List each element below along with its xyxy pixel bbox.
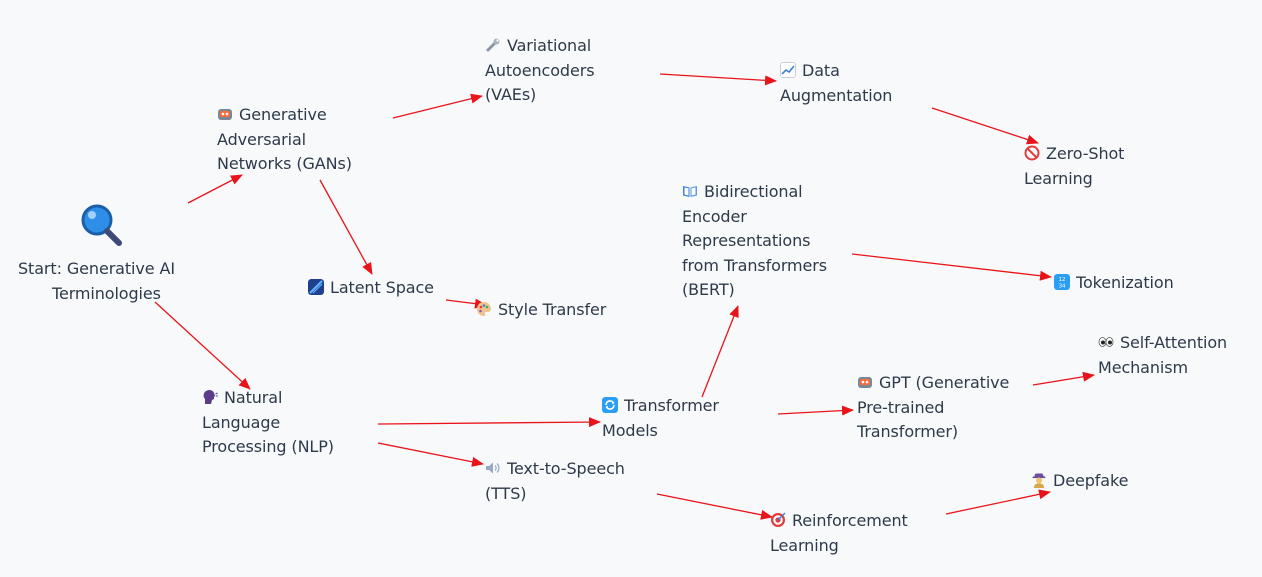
node-transformer-models[interactable]: Transformer Models: [602, 394, 719, 443]
node-nlp[interactable]: Natural Language Processing (NLP): [202, 386, 334, 460]
node-label-line: Self-Attention: [1120, 333, 1228, 352]
node-label-line: Latent Space: [330, 278, 434, 297]
node-self-attention[interactable]: Self-Attention Mechanism: [1098, 331, 1227, 380]
node-label-line: (BERT): [682, 280, 735, 299]
node-label-line: from Transformers: [682, 255, 827, 275]
speaker-icon: [486, 462, 500, 474]
node-label-line: Text-to-Speech: [507, 459, 625, 478]
node-gans[interactable]: Generative Adversarial Networks (GANs): [217, 103, 352, 177]
node-label-line: GPT (Generative: [879, 373, 1010, 392]
node-label-line: Variational: [507, 36, 592, 55]
edge-transformer-to-gpt: [777, 405, 854, 416]
node-label-line: Learning: [770, 535, 839, 555]
node-label-line: (TTS): [485, 483, 527, 503]
numbers-icon: 12 34: [1054, 274, 1070, 290]
node-label-line: Generative: [239, 105, 327, 124]
node-label-line: Transformer): [857, 422, 959, 441]
node-label-line: Start: Generative AI: [18, 259, 175, 278]
svg-text:34: 34: [1059, 284, 1066, 290]
speaking-head-icon: [203, 389, 218, 404]
edge-tts-to-rl: [656, 493, 773, 520]
node-zero-shot-learning[interactable]: Zero-Shot Learning: [1024, 142, 1124, 191]
node-gpt[interactable]: GPT (Generative Pre-trained Transformer): [857, 371, 1009, 445]
node-label-line: Natural: [224, 388, 283, 407]
node-start[interactable]: Start: Generative AI Terminologies: [18, 257, 175, 306]
node-label-line: Augmentation: [780, 85, 893, 105]
edge-nlp-to-transformer: [377, 417, 601, 428]
node-deepfake[interactable]: Deepfake: [1031, 469, 1128, 494]
node-reinforcement-learning[interactable]: Reinforcement Learning: [770, 509, 908, 558]
edge-start-to-nlp: [154, 301, 251, 390]
node-label-line: Terminologies: [52, 283, 161, 303]
no-entry-icon: [1024, 145, 1040, 161]
node-label-line: Encoder: [682, 206, 747, 226]
node-label-line: Autoencoders: [485, 60, 595, 80]
node-text-to-speech[interactable]: Text-to-Speech (TTS): [485, 457, 625, 506]
node-label-line: Networks (GANs): [217, 154, 352, 173]
node-label-line: Mechanism: [1098, 357, 1188, 377]
wrench-icon: [486, 38, 500, 52]
node-label-line: Deepfake: [1053, 471, 1129, 490]
node-label-line: (VAEs): [485, 85, 537, 104]
edge-start-to-gans: [187, 174, 243, 204]
node-label-line: Learning: [1024, 168, 1093, 188]
node-style-transfer[interactable]: Style Transfer: [476, 298, 606, 323]
edge-vaes-to-data_aug: [659, 73, 777, 86]
eyes-icon: [1098, 337, 1114, 347]
chart-icon: [780, 62, 796, 78]
palette-icon: [477, 302, 491, 316]
node-latent-space[interactable]: Latent Space: [308, 276, 434, 301]
edge-bert-to-token: [851, 253, 1052, 281]
node-label-line: Data: [802, 61, 840, 80]
edge-rl-to-deepfake: [945, 489, 1051, 515]
node-label-line: Adversarial: [217, 129, 307, 149]
node-label-line: Zero-Shot: [1046, 144, 1125, 163]
node-label-line: Representations: [682, 231, 811, 250]
target-icon: [771, 512, 786, 527]
robot-icon: [858, 377, 872, 388]
node-label-line: Bidirectional: [704, 182, 803, 201]
svg-text:12: 12: [1059, 277, 1066, 283]
edge-nlp-to-tts: [377, 442, 484, 467]
node-vaes[interactable]: Variational Autoencoders (VAEs): [485, 34, 595, 108]
book-icon: [683, 186, 697, 197]
node-bert[interactable]: Bidirectional Encoder Representations fr…: [682, 180, 827, 303]
edge-transformer-to-bert: [701, 305, 739, 398]
node-data-augmentation[interactable]: Data Augmentation: [780, 59, 892, 108]
node-label-line: Pre-trained: [857, 397, 945, 417]
latent-space-icon: [308, 279, 324, 295]
magnifier-icon: [81, 204, 122, 246]
edge-gans-to-vaes: [392, 93, 483, 119]
node-label-line: Language: [202, 412, 281, 432]
detective-icon: [1032, 473, 1046, 488]
node-tokenization[interactable]: 12 34 Tokenization: [1054, 271, 1174, 296]
node-label-line: Tokenization: [1076, 273, 1174, 292]
refresh-icon: [602, 397, 618, 413]
node-label-line: Processing (NLP): [202, 437, 334, 456]
node-label-line: Models: [602, 420, 658, 440]
edge-data_aug-to-zero_shot: [931, 107, 1039, 145]
node-label-line: Style Transfer: [498, 300, 607, 319]
edge-gpt-to-self_attn: [1032, 371, 1095, 386]
node-label-line: Reinforcement: [792, 511, 908, 530]
edge-gans-to-latent: [319, 179, 373, 275]
robot-icon: [218, 109, 232, 120]
node-label-line: Transformer: [624, 396, 719, 415]
